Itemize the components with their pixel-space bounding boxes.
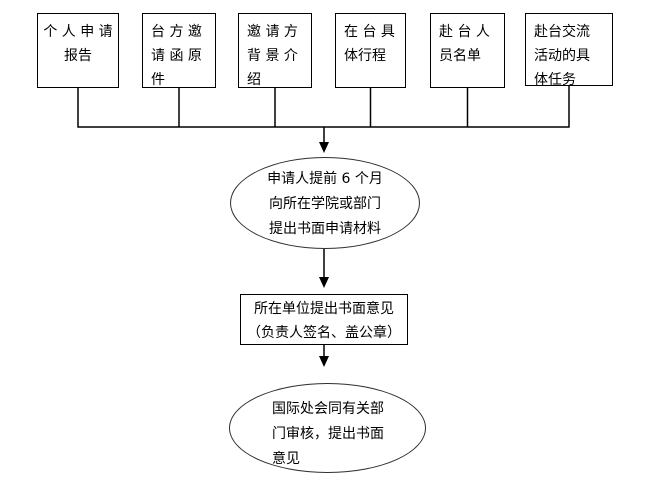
box-text-line: 员名单 bbox=[439, 48, 481, 64]
box-taiwan-itinerary: 在 台 具 体行程 bbox=[335, 13, 406, 88]
down-arrow-to-opinion-rect bbox=[319, 249, 329, 288]
box-text-line: 赴台交流 bbox=[534, 24, 590, 40]
box-text-line: 体行程 bbox=[344, 48, 386, 64]
box-text-line: 请 函 原 bbox=[151, 48, 202, 64]
box-text-line: 个 人 申 请 bbox=[43, 24, 113, 40]
box-inviter-background: 邀 请 方 背 景 介 绍 bbox=[238, 13, 312, 88]
ellipse-apply-materials: 申请人提前 6 个月 向所在学院或部门 提出书面申请材料 bbox=[230, 157, 420, 249]
box-personnel-list: 赴 台 人 员名单 bbox=[430, 13, 505, 88]
box-personal-application-report: 个 人 申 请 报告 bbox=[37, 13, 119, 88]
box-text-line: 邀 请 方 bbox=[247, 24, 298, 40]
box-text-line: 报告 bbox=[64, 48, 92, 64]
box-text-line: 台 方 邀 bbox=[151, 24, 202, 40]
box-text-line: 背 景 介 bbox=[247, 48, 298, 64]
ellipse-text-line: 申请人提前 6 个月 bbox=[267, 171, 383, 187]
ellipse-text-line: 意见 bbox=[272, 451, 300, 467]
down-arrow-to-review-ellipse bbox=[319, 345, 329, 367]
box-text-line: 绍 bbox=[247, 72, 261, 88]
ellipse-text-line: 向所在学院或部门 bbox=[269, 196, 381, 212]
rect-text-line: 所在单位提出书面意见 bbox=[254, 301, 394, 317]
box-text-line: 件 bbox=[151, 72, 165, 88]
ellipse-international-office-review: 国际处会同有关部 门审核，提出书面 意见 bbox=[229, 383, 426, 473]
box-taiwan-invitation-letter: 台 方 邀 请 函 原 件 bbox=[142, 13, 216, 88]
box-text-line: 体任务 bbox=[534, 72, 576, 88]
rect-text-line: （负责人签名、盖公章） bbox=[247, 325, 401, 341]
box-exchange-specific-tasks: 赴台交流 活动的具 体任务 bbox=[525, 13, 613, 88]
box-text-line: 赴 台 人 bbox=[439, 24, 490, 40]
ellipse-text-line: 国际处会同有关部 bbox=[272, 401, 384, 417]
rect-unit-written-opinion: 所在单位提出书面意见 （负责人签名、盖公章） bbox=[240, 294, 408, 345]
down-arrow-to-apply-ellipse bbox=[319, 127, 329, 153]
box-text-line: 在 台 具 bbox=[344, 24, 395, 40]
box-stem-lines bbox=[77, 86, 570, 128]
ellipse-text-line: 提出书面申请材料 bbox=[269, 221, 381, 237]
ellipse-text-line: 门审核，提出书面 bbox=[272, 426, 384, 442]
box-text-line: 活动的具 bbox=[534, 48, 590, 64]
